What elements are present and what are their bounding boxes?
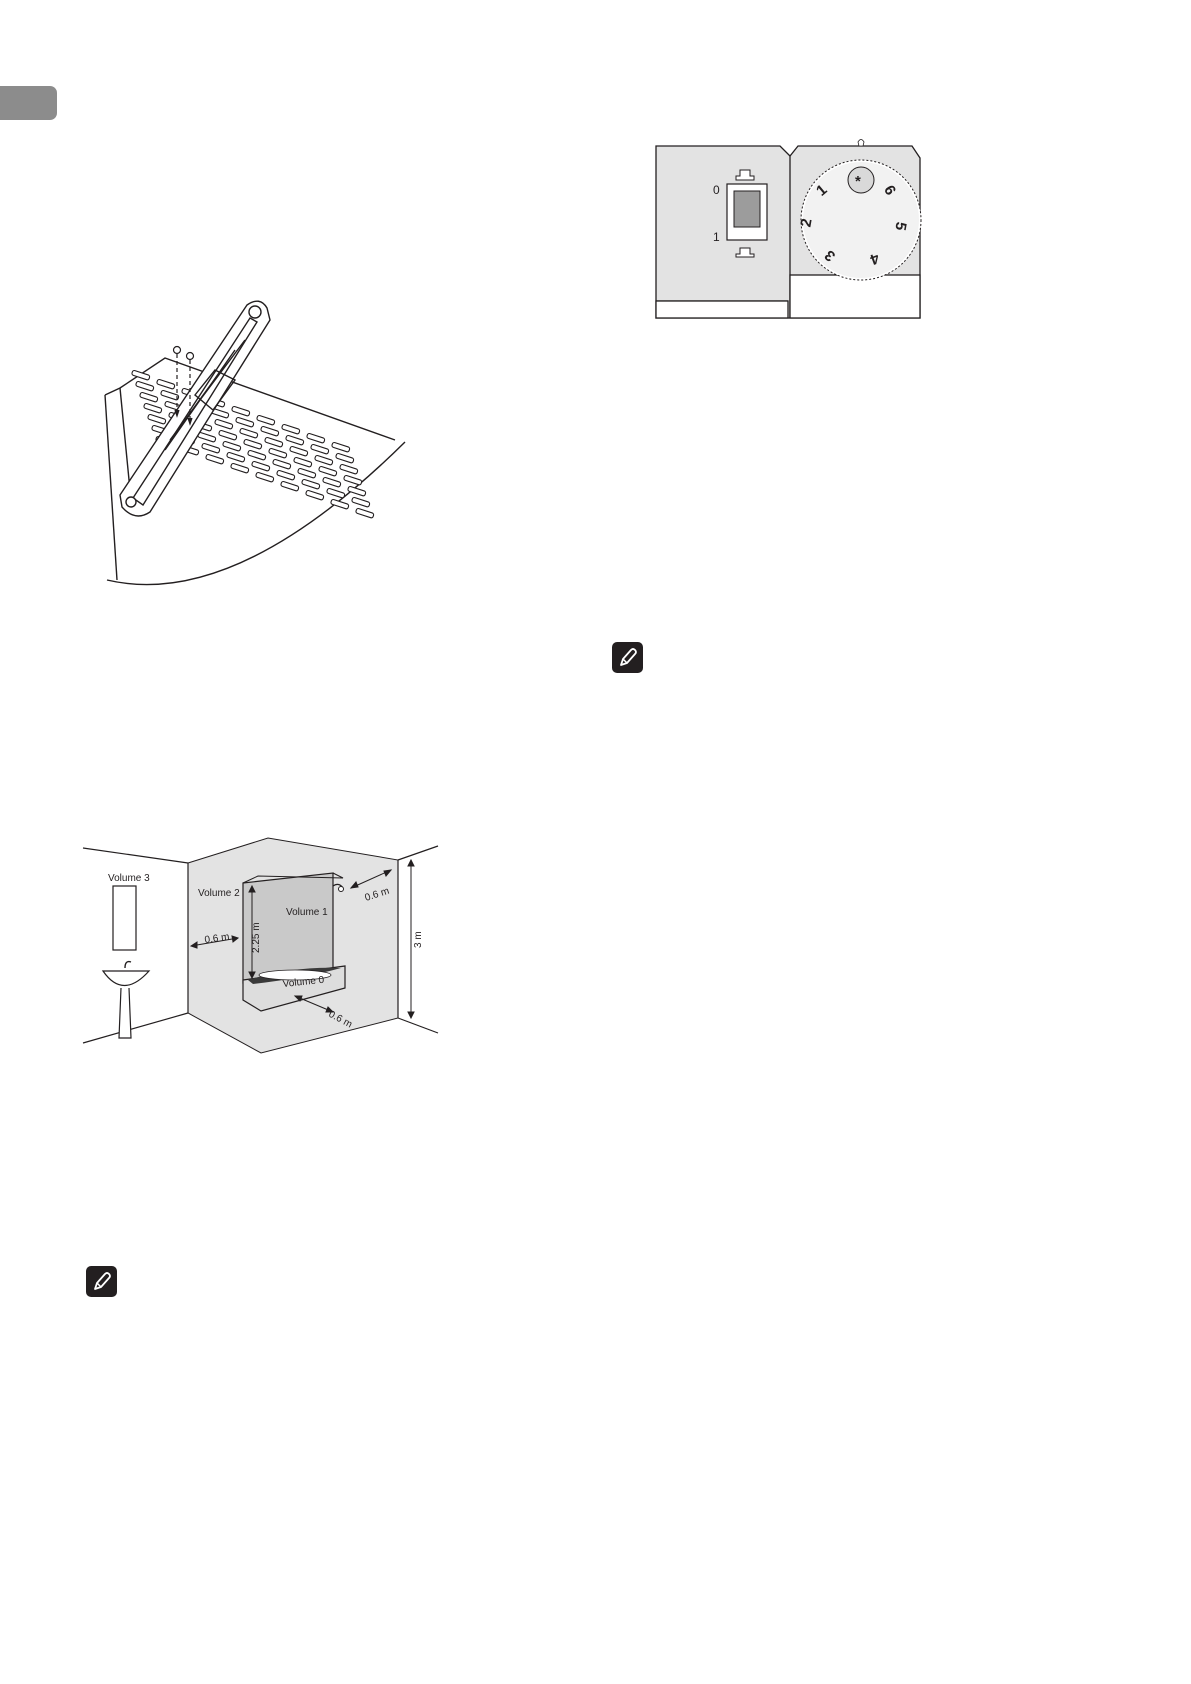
- grille-slot: [293, 456, 313, 468]
- grille-slot: [230, 462, 250, 474]
- grille-slot: [306, 432, 326, 444]
- volume1-label: Volume 1: [286, 907, 328, 918]
- grille-slot: [160, 389, 180, 401]
- grille-slot: [218, 429, 238, 441]
- grille-slot: [276, 469, 296, 481]
- grille-slot: [260, 425, 280, 437]
- grille-slot: [197, 431, 217, 443]
- height-outer-label: 3 m: [413, 931, 424, 948]
- grille-slot: [268, 447, 288, 459]
- height-inner-label: 2.25 m: [251, 922, 262, 953]
- grille-slot: [272, 458, 292, 470]
- grille-slot: [214, 418, 234, 430]
- grille-slot: [235, 416, 255, 428]
- switch-off-label: 0: [713, 183, 720, 197]
- pencil-note-icon: [86, 1266, 117, 1297]
- grille-slot: [314, 454, 334, 466]
- grille-slot: [231, 405, 251, 417]
- grille-slot: [331, 441, 351, 453]
- section-tab: [0, 86, 57, 120]
- volume0-label: Volume 0: [282, 975, 325, 990]
- bathroom-volumes-diagram: Volume 3 Volume 2 Volume 1 Volume 0 0.6 …: [82, 837, 439, 1054]
- grille-slot: [326, 487, 346, 499]
- grille-slot: [255, 471, 275, 483]
- wall-bracket-illustration: [104, 300, 406, 586]
- grille-slot: [347, 485, 367, 497]
- grille-slot: [247, 449, 267, 461]
- grille-slot: [285, 434, 305, 446]
- grille-slot: [310, 443, 330, 455]
- grille-slot: [131, 369, 151, 381]
- thermostat-control-panel: 0 1 * 1 2 3 4 5 6: [655, 139, 922, 319]
- grille-slot: [143, 402, 163, 414]
- grille-slot: [297, 467, 317, 479]
- volume2-label: Volume 2: [198, 888, 240, 899]
- grille-slot: [322, 476, 342, 488]
- grille-slot: [318, 465, 338, 477]
- grille-slot: [226, 451, 246, 463]
- grille-slot: [239, 427, 259, 439]
- grille-slot: [351, 496, 371, 508]
- grille-slot: [355, 507, 375, 519]
- grille-slot: [147, 413, 167, 425]
- grille-slot: [343, 474, 363, 486]
- dial-mark-5: 5: [891, 220, 909, 231]
- dist-left-label: 0.6 m: [204, 932, 230, 946]
- volume3-label: Volume 3: [108, 873, 150, 884]
- grille-slot: [156, 378, 176, 390]
- switch-on-label: 1: [713, 230, 720, 244]
- grille-slot: [335, 452, 355, 464]
- grille-slot: [251, 460, 271, 472]
- grille-slot: [339, 463, 359, 475]
- grille-slot: [281, 423, 301, 435]
- dial-frost-mark: *: [855, 173, 861, 190]
- grille-slot: [135, 380, 155, 392]
- dial-mark-2: 2: [797, 217, 815, 228]
- grille-slot: [201, 442, 221, 454]
- grille-slot: [330, 498, 350, 510]
- grille-slot: [139, 391, 159, 403]
- grille-slot: [222, 440, 242, 452]
- grille-slot: [264, 436, 284, 448]
- grille-slot: [305, 489, 325, 501]
- grille-slot: [289, 445, 309, 457]
- grille-slot: [256, 414, 276, 426]
- grille-slot: [243, 438, 263, 450]
- pencil-note-icon: [612, 642, 643, 673]
- grille-slot: [280, 480, 300, 492]
- grille-slot: [301, 478, 321, 490]
- grille-slot: [205, 453, 225, 465]
